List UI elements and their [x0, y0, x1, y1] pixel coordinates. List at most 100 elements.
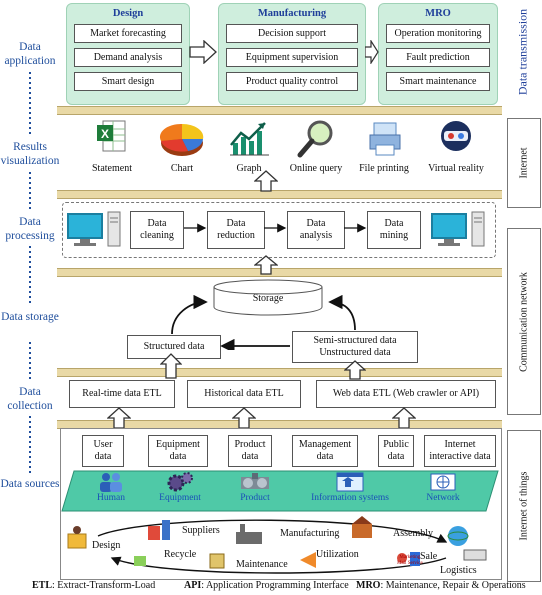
- processing-step: Data cleaning: [130, 211, 184, 249]
- lifecycle-assembly: Assembly: [393, 528, 433, 539]
- arrow-up-icon: [107, 407, 131, 429]
- footer-text: : Maintenance, Repair & Operations: [380, 580, 526, 591]
- source-category-label: Information systems: [311, 493, 389, 503]
- vis-item-label: Virtual reality: [428, 163, 484, 174]
- source-data-box: Equipment data: [148, 435, 208, 467]
- source-data-line: data: [94, 451, 112, 462]
- separator-band: [57, 268, 502, 277]
- spreadsheet-icon: X: [97, 120, 126, 152]
- processing-step-line: reduction: [217, 230, 255, 241]
- source-data-line: Management: [298, 439, 352, 450]
- storage-arrows: [171, 294, 356, 350]
- lifecycle-loop: [67, 516, 487, 574]
- source-data-line: Public: [383, 439, 409, 450]
- app-group-title: MRO: [425, 8, 451, 19]
- side-label-communication: Communication network: [507, 228, 541, 415]
- vis-item-label: Online query: [289, 163, 343, 174]
- lifecycle-sale: Sale: [420, 551, 438, 562]
- monitor-icon: [431, 211, 485, 247]
- footer-api: API: Application Programming Interface: [184, 580, 349, 591]
- semi-structured-label: Semi-structured data: [313, 335, 397, 346]
- source-data-line: User: [93, 439, 113, 450]
- app-group-title: Manufacturing: [257, 8, 327, 19]
- footer-abbr: MRO: [356, 580, 381, 591]
- vis-item-graph: Graph: [213, 118, 285, 174]
- vis-item-label: Graph: [236, 163, 262, 174]
- storage-label: Storage: [252, 293, 284, 304]
- processing-step-line: Data: [147, 218, 167, 229]
- source-category-information-systems: Information systems: [300, 471, 400, 505]
- etl-box-historical: Historical data ETL: [187, 380, 301, 408]
- source-category-label: Network: [426, 493, 460, 503]
- source-category-equipment: Equipment: [150, 471, 210, 505]
- svg-text:X: X: [101, 127, 109, 141]
- etl-box-realtime: Real-time data ETL: [69, 380, 175, 408]
- left-dotted-connector: [29, 72, 31, 474]
- layer-label-storage: Data storage: [1, 311, 59, 323]
- vr-headset-icon: [441, 121, 471, 151]
- separator-band: [57, 190, 502, 199]
- layer-label-visualization: Results visualization: [0, 141, 60, 167]
- app-item: Equipment supervision: [226, 48, 358, 67]
- arrow-up-icon: [392, 407, 416, 429]
- source-category-product: Product: [230, 471, 280, 505]
- source-data-line: data: [316, 451, 334, 462]
- app-item: Decision support: [226, 24, 358, 43]
- processing-step: Data mining: [367, 211, 421, 249]
- source-data-line: data: [387, 451, 405, 462]
- vis-item-file-printing: File printing: [348, 118, 420, 174]
- designer-icon: [67, 533, 87, 549]
- app-group-title: Design: [112, 8, 144, 19]
- app-item: Smart maintenance: [386, 72, 490, 91]
- app-group-mro: MRO Operation monitoring Fault predictio…: [378, 3, 498, 105]
- source-data-line: Internet: [444, 439, 476, 450]
- app-item: Fault prediction: [386, 48, 490, 67]
- arrow-up-icon: [254, 170, 278, 192]
- marketing-sign-line: Mail Service: [397, 561, 423, 566]
- vis-item-online-query: Online query: [280, 118, 352, 174]
- footer-text: : Extract-Transform-Load: [52, 580, 156, 591]
- unstructured-label: Unstructured data: [319, 347, 391, 358]
- footer-etl: ETL: Extract-Transform-Load: [32, 580, 155, 591]
- source-data-line: Product: [234, 439, 266, 450]
- layer-label-processing: Data processing: [5, 216, 55, 242]
- processing-step-line: Data: [226, 218, 246, 229]
- processing-step-line: analysis: [299, 230, 333, 241]
- source-category-label: Product: [240, 493, 270, 503]
- app-group-manufacturing: Manufacturing Decision support Equipment…: [218, 3, 366, 105]
- people-icon: [100, 473, 122, 492]
- marketing-sign: Marketing Mail Service: [397, 555, 423, 567]
- layer-label-application: Data application: [4, 41, 56, 67]
- source-data-line: interactive data: [429, 451, 491, 462]
- lifecycle-logistics: Logistics: [440, 565, 477, 576]
- printer-icon: [369, 122, 401, 156]
- magnifier-icon: [297, 120, 333, 158]
- processing-step: Data reduction: [207, 211, 265, 249]
- source-data-box: Product data: [228, 435, 272, 467]
- layer-label-sources: Data sources: [0, 478, 60, 490]
- vis-item-statement: X Statement: [76, 118, 148, 174]
- monitor-icon: [67, 211, 121, 247]
- arrow-up-icon: [232, 407, 256, 429]
- arrow-up-icon: [344, 360, 366, 380]
- lifecycle-utilization: Utilization: [316, 549, 359, 560]
- side-label-iot: Internet of things: [507, 430, 541, 582]
- arrow-up-icon: [254, 255, 278, 275]
- arrow-up-icon: [160, 353, 182, 379]
- vis-item-chart: Chart: [146, 118, 218, 174]
- etl-box-web: Web data ETL (Web crawler or API): [316, 380, 496, 408]
- machine-part-icon: [241, 473, 269, 489]
- gears-icon: [167, 472, 193, 492]
- line-graph-icon: [230, 122, 269, 156]
- source-data-box: Management data: [292, 435, 358, 467]
- arrow-right-icon: [189, 40, 217, 64]
- processing-step-line: cleaning: [140, 230, 174, 241]
- lifecycle-recycle: Recycle: [164, 549, 197, 560]
- lifecycle-design: Design: [92, 540, 121, 551]
- processing-arrows: [184, 223, 367, 233]
- separator-band: [57, 106, 502, 115]
- vis-item-label: Chart: [170, 163, 194, 174]
- source-category-human: Human: [88, 471, 134, 505]
- footer-abbr: ETL: [32, 580, 53, 591]
- source-data-box: Internet interactive data: [424, 435, 496, 467]
